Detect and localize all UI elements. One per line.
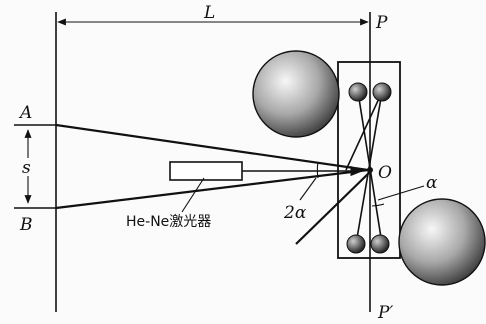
torsion-rod-diagonal (345, 91, 383, 171)
large-sphere-bottom (398, 198, 486, 286)
angle-alpha-label: α (426, 173, 438, 193)
beam-to-a (55, 123, 369, 172)
point-a-label: A (18, 103, 32, 123)
two-alpha-arc (316, 161, 319, 179)
plane-bottom-label: P′ (377, 303, 393, 323)
small-ball-bottom-left (346, 234, 366, 254)
two-alpha-leader (299, 177, 317, 201)
beam-to-b (55, 168, 369, 210)
alpha-arc (371, 203, 385, 207)
separation-label-backing (20, 158, 36, 176)
small-ball-top-right (372, 82, 392, 102)
plane-top-label: P (375, 13, 388, 33)
separation-label: s (22, 158, 31, 178)
large-sphere-top (252, 50, 340, 138)
alpha-leader (377, 185, 425, 201)
pivot-label: O (378, 163, 392, 183)
laser-leader-line (181, 177, 205, 213)
mirror-normal-line (295, 169, 373, 245)
distance-label: L (203, 3, 215, 23)
point-b-label: B (19, 215, 33, 235)
angle-two-alpha-label: 2α (283, 203, 307, 223)
small-ball-top-left (348, 82, 368, 102)
small-ball-bottom-right (370, 234, 390, 254)
laser-label: He-Ne激光器 (126, 213, 211, 230)
torsion-balance-frame (337, 61, 401, 259)
laser-body (169, 161, 243, 181)
pivot-point (367, 167, 373, 173)
